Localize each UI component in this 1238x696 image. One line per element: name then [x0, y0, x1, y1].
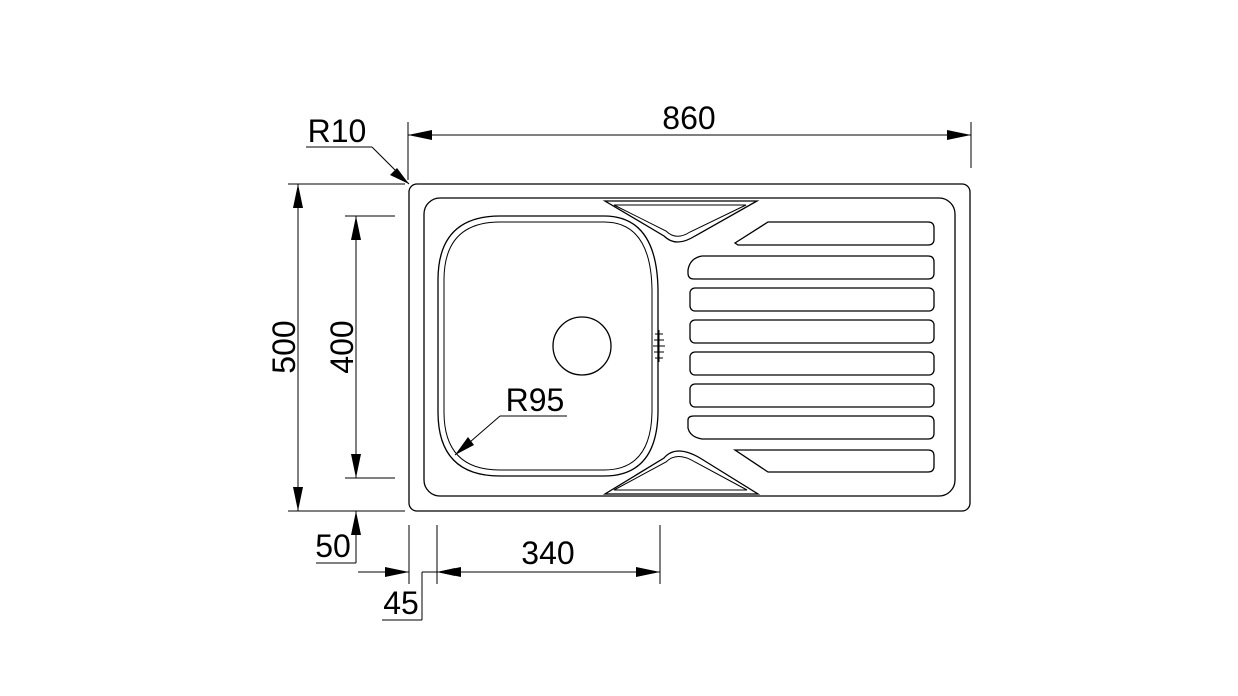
- overflow-slots: [653, 330, 665, 362]
- dim-label-total-width: 860: [662, 100, 715, 136]
- dim-label-total-height: 500: [266, 320, 302, 373]
- dim-label-bottom-offset: 50: [315, 528, 351, 564]
- dim-label-bowl-width: 340: [521, 535, 574, 571]
- waste-outlet: [552, 316, 612, 376]
- dim-left-offset: [358, 525, 455, 621]
- dim-label-bowl-radius: R95: [506, 382, 565, 418]
- dim-total-height: [288, 183, 405, 512]
- drainer-grooves: [687, 221, 935, 473]
- dim-bowl-radius: [454, 415, 567, 456]
- bottom-channel: [602, 450, 761, 495]
- bowl-inner-outline: [443, 221, 653, 471]
- bottom-channel-inner: [613, 456, 748, 491]
- top-channel-inner: [613, 204, 747, 237]
- dim-corner-radius: [306, 146, 410, 185]
- sink-outer-outline: [408, 183, 971, 512]
- dim-label-bowl-height: 400: [324, 320, 360, 373]
- dim-label-left-offset: 45: [383, 585, 419, 621]
- top-channel: [602, 200, 760, 243]
- dim-label-corner-radius: R10: [308, 113, 367, 149]
- bowl-outline: [437, 215, 659, 477]
- dim-bottom-offset: [316, 511, 361, 564]
- sink-inner-rim: [423, 197, 956, 497]
- dim-total-width: [407, 122, 972, 180]
- dim-bowl-height: [345, 215, 395, 479]
